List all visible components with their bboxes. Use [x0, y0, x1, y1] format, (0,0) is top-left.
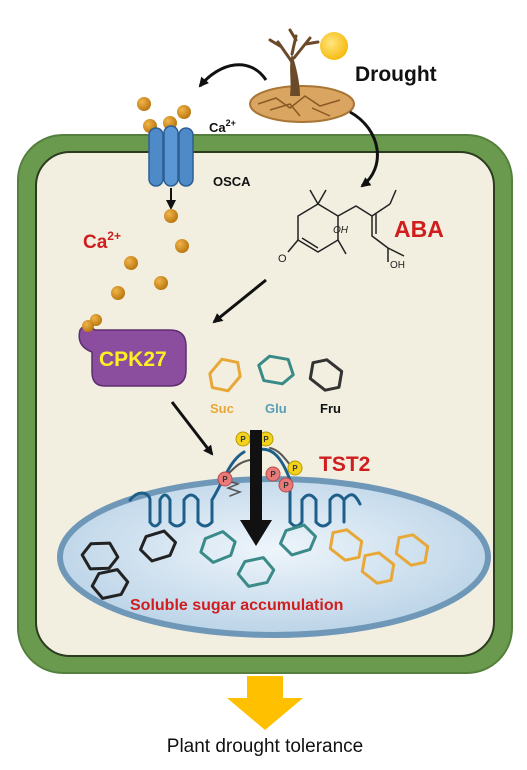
- phospho-p-5: P: [270, 470, 276, 479]
- arrow-drought-to-aba: [349, 110, 379, 188]
- arrow-outcome: [227, 676, 303, 730]
- phosphate-icon: [217, 431, 303, 493]
- vacuole-label: Soluble sugar accumulation: [130, 597, 343, 614]
- cpk27-kinase: [78, 314, 187, 387]
- aba-label: ABA: [394, 216, 444, 242]
- phospho-p-4: P: [222, 475, 228, 484]
- arrow-aba-to-cpk27: [212, 278, 267, 324]
- calcium-ions-inside: [111, 209, 189, 300]
- cpk27-label: CPK27: [99, 348, 167, 371]
- outcome-label: Plant drought tolerance: [167, 736, 363, 757]
- drought-label: Drought: [355, 63, 437, 86]
- sun-icon: [320, 32, 348, 60]
- phospho-p-6: P: [283, 481, 289, 490]
- arrow-cpk27-to-tst2: [170, 401, 214, 456]
- suc-label: Suc: [210, 401, 234, 416]
- aba-ketone-label: O: [278, 253, 287, 265]
- phospho-p-1: P: [240, 435, 246, 444]
- osca-label: OSCA: [213, 174, 251, 189]
- glu-label: Glu: [265, 401, 287, 416]
- tst2-transporter-icon: [128, 447, 362, 528]
- arrow-drought-to-calcium: [198, 63, 268, 88]
- aba-acid-label: OH: [390, 260, 405, 271]
- arrow-sugar-import: [240, 430, 272, 546]
- tst2-label: TST2: [319, 453, 370, 476]
- phospho-p-2: P: [263, 435, 269, 444]
- aba-oh-label: OH: [333, 225, 349, 236]
- osca-channel-icon: [148, 125, 194, 187]
- aba-molecule-icon: [287, 189, 405, 262]
- calcium-ions-outside: [137, 97, 191, 133]
- fru-label: Fru: [320, 401, 341, 416]
- dry-tree-icon: [249, 28, 355, 123]
- channel-calcium-label: Ca2+: [209, 118, 236, 135]
- cytoplasm-calcium-label: Ca2+: [83, 229, 121, 253]
- phospho-p-3: P: [292, 464, 298, 473]
